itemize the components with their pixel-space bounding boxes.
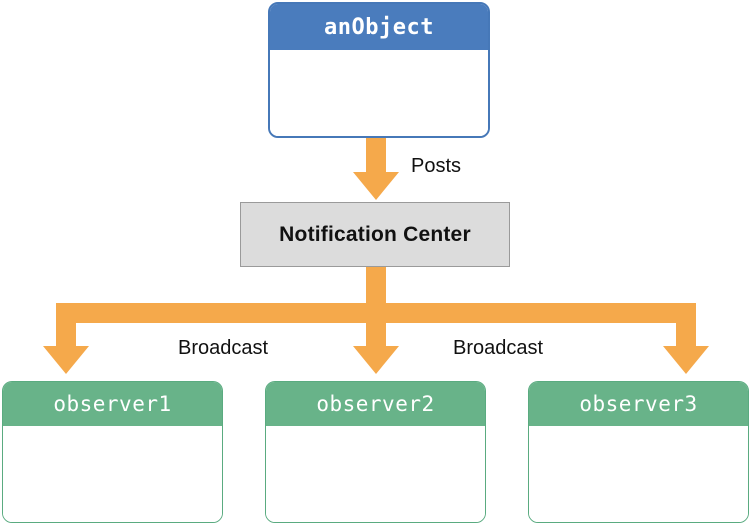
object-box-observer2-body [266, 426, 485, 522]
notification-center-label: Notification Center [279, 222, 471, 246]
edge-label-broadcast-left: Broadcast [178, 337, 269, 359]
object-box-anobject-body [270, 50, 488, 136]
notification-center-box[interactable]: Notification Center [240, 202, 510, 267]
object-box-anobject-title: anObject [270, 4, 488, 50]
object-box-observer2[interactable]: observer2 [265, 381, 486, 523]
object-box-observer2-title: observer2 [266, 382, 485, 426]
edge-label-broadcast-right: Broadcast [453, 337, 544, 359]
object-box-observer3-body [529, 426, 748, 522]
object-box-observer1-body [3, 426, 222, 522]
object-box-observer1-title: observer1 [3, 382, 222, 426]
arrow-broadcast-trunk [366, 267, 386, 303]
object-box-observer3[interactable]: observer3 [528, 381, 749, 523]
object-box-observer3-title: observer3 [529, 382, 748, 426]
arrow-broadcast-observer1 [43, 303, 89, 374]
object-box-observer1[interactable]: observer1 [2, 381, 223, 523]
arrow-broadcast-observer2 [353, 303, 399, 374]
arrow-broadcast-bus [56, 303, 696, 323]
arrow-posts [353, 138, 399, 200]
object-box-anobject[interactable]: anObject [268, 2, 490, 138]
edge-label-posts: Posts [411, 155, 462, 177]
arrow-broadcast-observer3 [663, 303, 709, 374]
